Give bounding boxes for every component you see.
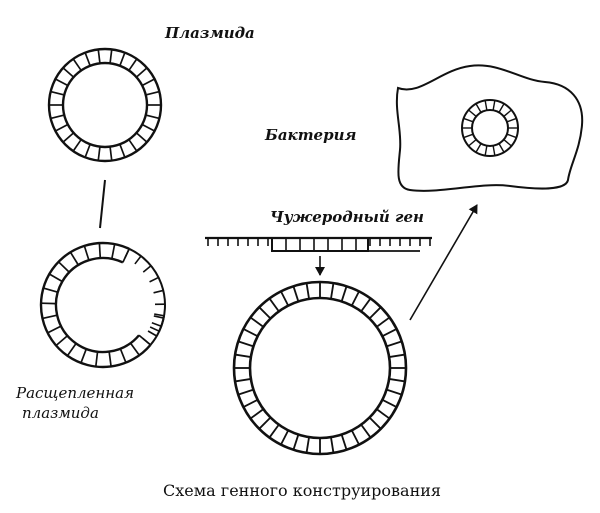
bacterium-label: Бактерия — [264, 126, 356, 144]
recombinant-plasmid-ring — [232, 280, 408, 456]
transfer-arrow — [409, 204, 478, 321]
connector-line — [99, 179, 106, 229]
plasmid-label: Плазмида — [164, 24, 255, 42]
plasmid-ring — [47, 47, 163, 163]
foreign-gene-label: Чужеродный ген — [270, 208, 424, 226]
diagram-caption: Схема генного конструирования — [163, 481, 441, 500]
split-plasmid — [39, 241, 166, 369]
split-plasmid-label-line2: плазмида — [22, 404, 99, 422]
bacterium-plasmid-ring — [461, 99, 519, 157]
foreign-gene-strand — [205, 236, 432, 252]
bacterium-cell — [395, 64, 584, 192]
split-plasmid-label-line1: Расщепленная — [15, 384, 134, 402]
